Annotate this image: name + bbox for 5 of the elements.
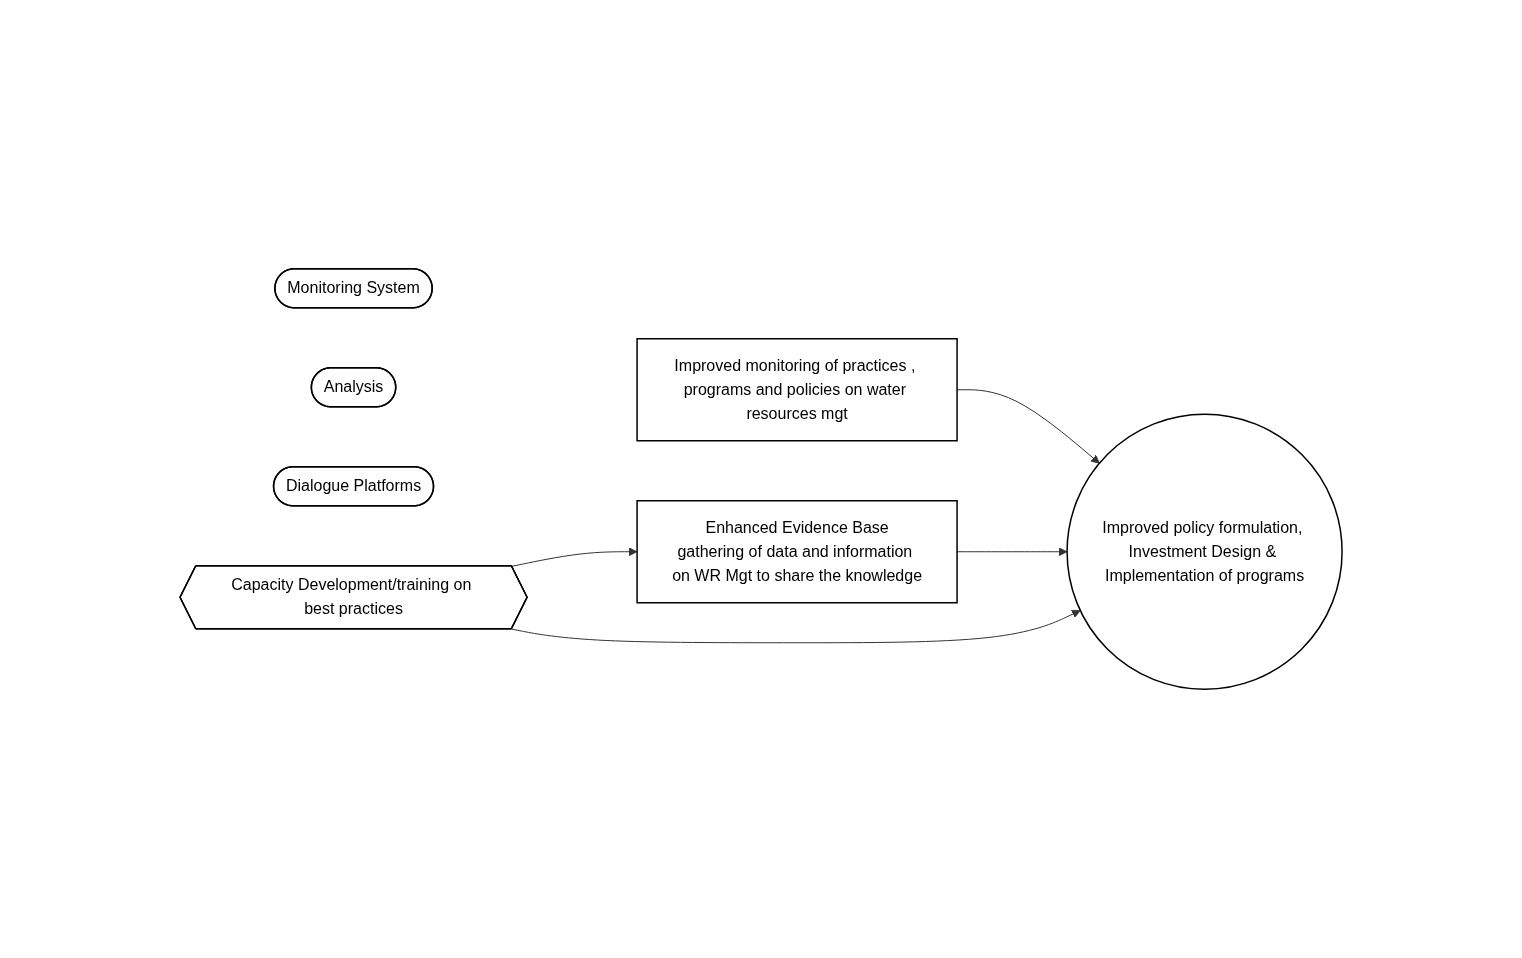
node-box: Enhanced Evidence Base gathering of data and information on WR Mgt to share the knowledge [636, 500, 958, 604]
node-box: Improved monitoring of practices , programs and policies on water resources mgt [636, 338, 958, 442]
node-circle: Improved policy formulation, Investment Design & Implementation of programs [1066, 413, 1343, 690]
arrow [511, 547, 638, 567]
arrow [511, 609, 1081, 644]
